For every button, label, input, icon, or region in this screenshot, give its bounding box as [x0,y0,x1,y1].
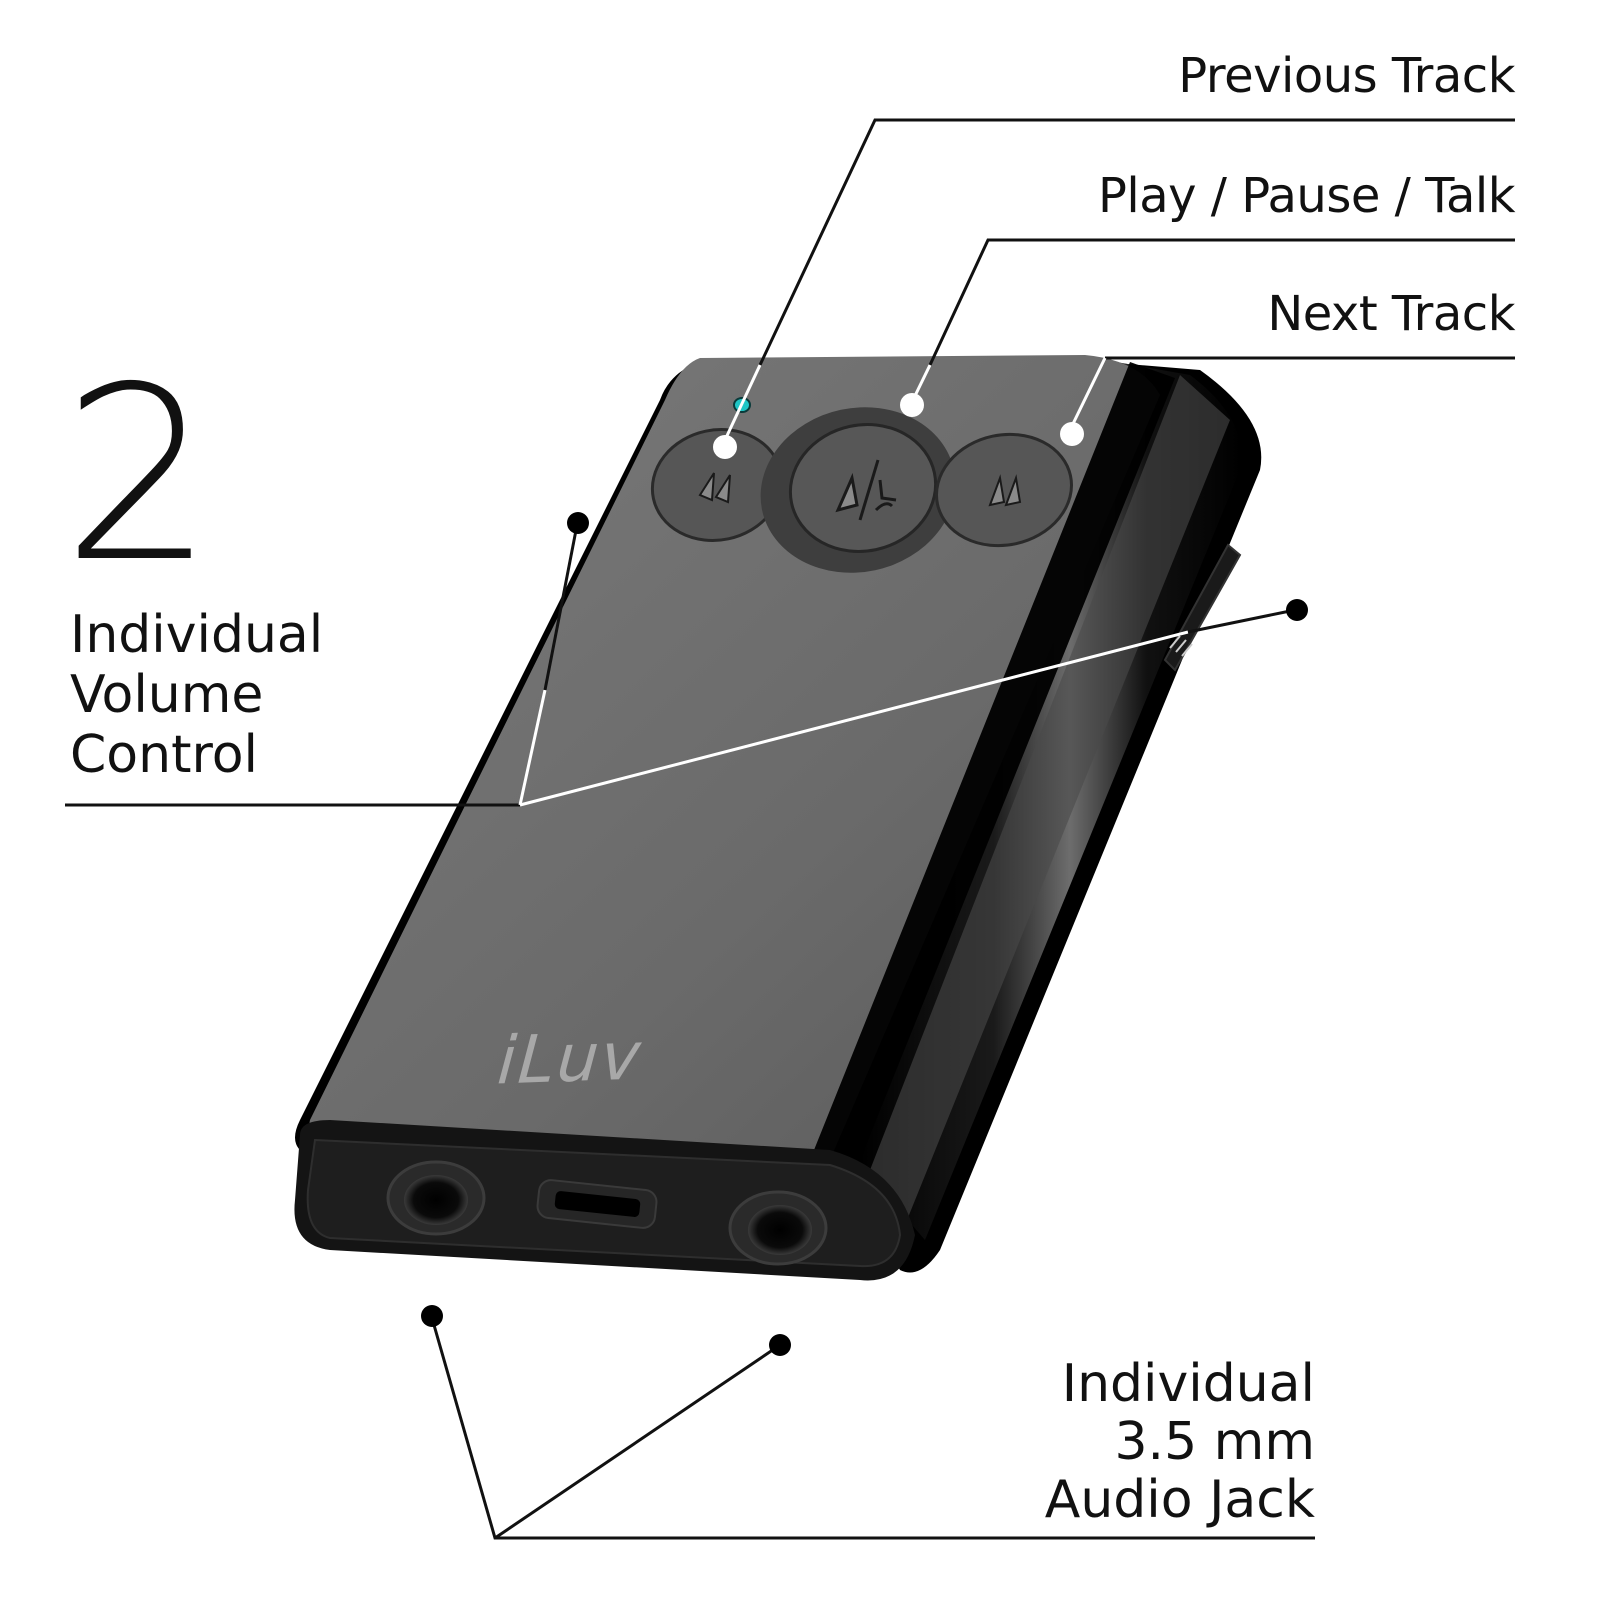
volume-control-label: Individual Volume Control [70,605,323,785]
callout-lines [65,118,1515,1540]
next-track-label: Next Track [1267,286,1515,342]
port-audio-jack-left [386,1160,486,1236]
next-track-button[interactable] [926,422,1082,558]
feature-count: 2 [62,335,215,615]
volume-label-line-2: Volume [70,665,264,725]
rewind-icon [698,472,731,504]
fast-forward-icon [988,474,1022,507]
audio-jack-label: Individual 3.5 mm Audio Jack [1045,1355,1315,1529]
volume-label-line-3: Control [70,725,258,785]
volume-rocker [1163,543,1242,672]
play-pause-talk-button[interactable] [745,389,971,590]
device-body [294,355,1262,1281]
port-audio-jack-right [728,1190,828,1266]
audio-jack-label-line-3: Audio Jack [1044,1470,1315,1530]
brand-logo: iLuv [495,1017,645,1100]
audio-jack-label-line-1: Individual [1061,1354,1315,1414]
previous-track-label: Previous Track [1178,48,1515,104]
play-pause-talk-icon [835,459,897,521]
audio-jack-label-line-2: 3.5 mm [1114,1412,1315,1472]
volume-label-line-1: Individual [70,605,324,665]
port-micro-usb [536,1179,658,1229]
callout-dots [421,393,1308,1356]
play-pause-talk-label: Play / Pause / Talk [1097,168,1516,224]
